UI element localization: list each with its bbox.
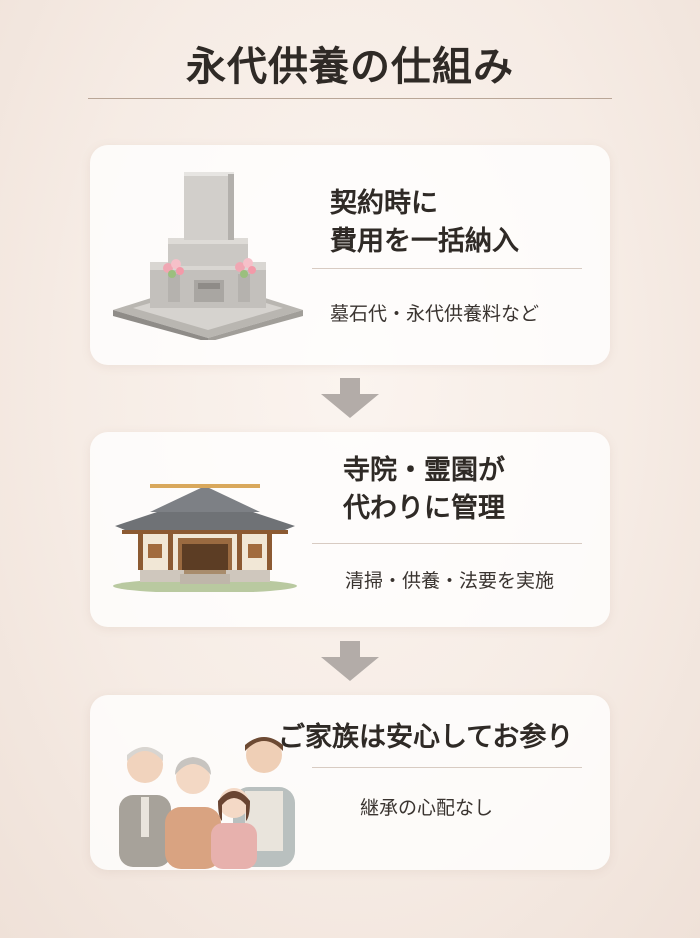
step-card-1: 契約時に 費用を一括納入 墓石代・永代供養料など bbox=[90, 145, 610, 365]
down-arrow-icon bbox=[321, 378, 379, 418]
title-divider bbox=[88, 98, 612, 99]
down-arrow-icon bbox=[321, 641, 379, 681]
step-2-heading-line2: 代わりに管理 bbox=[343, 493, 505, 524]
gravestone-icon bbox=[113, 172, 303, 340]
step-card-3: ご家族は安心してお参り 継承の心配なし bbox=[90, 695, 610, 870]
step-1-divider bbox=[312, 268, 582, 269]
step-2-heading: 寺院・霊園が 代わりに管理 bbox=[343, 452, 505, 528]
step-2-divider bbox=[312, 543, 582, 544]
step-1-heading-line1: 契約時に bbox=[330, 188, 438, 219]
step-1-description: 墓石代・永代供養料など bbox=[330, 303, 540, 325]
step-card-2: 寺院・霊園が 代わりに管理 清掃・供養・法要を実施 bbox=[90, 432, 610, 627]
step-3-description: 継承の心配なし bbox=[360, 797, 494, 819]
step-1-heading: 契約時に 費用を一括納入 bbox=[330, 185, 519, 261]
step-1-heading-line2: 費用を一括納入 bbox=[330, 226, 519, 257]
step-2-heading-line1: 寺院・霊園が bbox=[343, 455, 505, 486]
page-title: 永代供養の仕組み bbox=[186, 44, 514, 90]
step-2-description: 清掃・供養・法要を実施 bbox=[345, 570, 555, 592]
family-icon bbox=[119, 737, 295, 869]
step-3-divider bbox=[312, 767, 582, 768]
step-3-heading: ご家族は安心してお参り bbox=[278, 722, 574, 753]
temple-icon bbox=[113, 484, 297, 592]
